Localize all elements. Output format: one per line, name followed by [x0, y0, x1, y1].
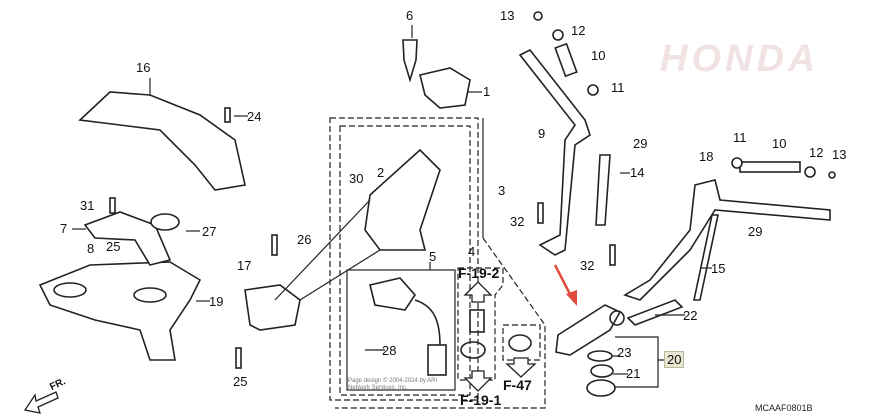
red-arrow-icon: [553, 264, 577, 306]
part-label-13[interactable]: 13: [500, 8, 515, 23]
part-27-nut: [150, 213, 180, 231]
part-label-25b[interactable]: 25: [233, 374, 248, 389]
part-1-lock: [419, 67, 471, 109]
part-label-11[interactable]: 11: [611, 80, 625, 95]
part-16-cover: [78, 91, 246, 191]
part-label-32[interactable]: 32: [510, 214, 525, 229]
part-label-26[interactable]: 26: [297, 232, 312, 247]
part-label-28[interactable]: 28: [382, 343, 397, 358]
copyright-text: Page design © 2004-2024 by ARI Network S…: [348, 378, 438, 391]
part-label-17[interactable]: 17: [237, 258, 252, 273]
ref-f-47[interactable]: F-47: [503, 377, 532, 393]
part-5-switch: [369, 277, 417, 311]
part-label-32b[interactable]: 32: [580, 258, 595, 273]
part-label-14[interactable]: 14: [630, 165, 645, 180]
part-20-fob: [555, 304, 622, 356]
ref-f-19-1[interactable]: F-19-1: [460, 392, 502, 408]
part-label-27[interactable]: 27: [202, 224, 217, 239]
part-label-10[interactable]: 10: [591, 48, 606, 63]
ignition-switch: [364, 148, 441, 251]
part-label-21[interactable]: 21: [626, 366, 641, 381]
part-label-12[interactable]: 12: [571, 23, 586, 38]
part-label-31[interactable]: 31: [80, 198, 95, 213]
part-label-13b[interactable]: 13: [832, 147, 847, 162]
part-label-9[interactable]: 9: [538, 126, 546, 141]
part-10-pin: [739, 161, 801, 173]
part-label-4[interactable]: 4: [468, 244, 476, 259]
part-label-30[interactable]: 30: [349, 171, 364, 186]
part-label-6[interactable]: 6: [406, 8, 414, 23]
part-label-29b[interactable]: 29: [748, 224, 763, 239]
part-label-3[interactable]: 3: [498, 183, 506, 198]
part-label-1[interactable]: 1: [483, 84, 491, 99]
part-17-bracket: [244, 284, 301, 331]
part-label-10b[interactable]: 10: [772, 136, 787, 151]
part-19-bridge: [38, 261, 202, 361]
part-label-22[interactable]: 22: [683, 308, 698, 323]
part-label-19[interactable]: 19: [209, 294, 224, 309]
part-7-bracket: [83, 211, 172, 266]
part-label-2[interactable]: 2: [377, 165, 385, 180]
ref-f-19-2[interactable]: F-19-2: [458, 265, 500, 281]
part-22-plate: [626, 299, 684, 326]
part-label-12b[interactable]: 12: [809, 145, 824, 160]
part-label-18[interactable]: 18: [699, 149, 714, 164]
part-label-16[interactable]: 16: [136, 60, 151, 75]
part-label-8[interactable]: 8: [87, 241, 95, 256]
part-label-29[interactable]: 29: [633, 136, 648, 151]
diagram-code: MCAAF0801B: [755, 403, 813, 413]
part-label-7[interactable]: 7: [60, 221, 68, 236]
part-label-23[interactable]: 23: [617, 345, 632, 360]
part-label-25[interactable]: 25: [106, 239, 121, 254]
fr-arrow-icon: [23, 391, 59, 414]
part-9-handlebar: [518, 48, 591, 256]
part-label-5[interactable]: 5: [429, 249, 437, 264]
part-label-20[interactable]: 20: [664, 351, 685, 368]
honda-watermark: HONDA: [660, 38, 820, 80]
part-6-key: [402, 39, 418, 83]
part-label-15[interactable]: 15: [711, 261, 726, 276]
part-label-24[interactable]: 24: [247, 109, 262, 124]
part-label-11b[interactable]: 11: [733, 130, 747, 145]
part-18-handlebar: [623, 179, 831, 301]
